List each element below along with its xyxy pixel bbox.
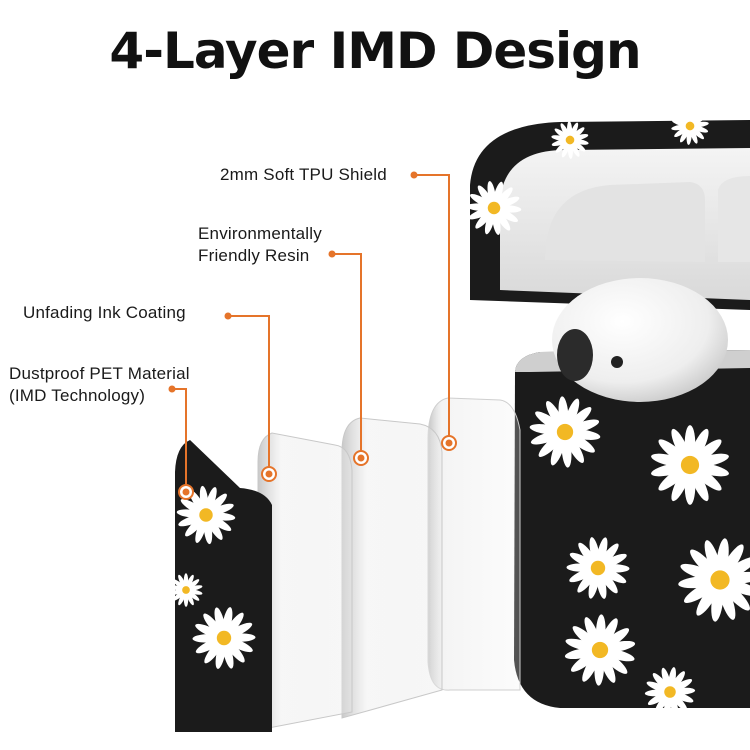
layer-ink <box>257 432 353 731</box>
daisy-pattern <box>169 107 750 717</box>
callout-tpu-end-marker <box>441 435 457 451</box>
callout-ink-end-marker <box>261 466 277 482</box>
callout-pet-label: Dustproof PET Material (IMD Technology) <box>9 363 190 407</box>
callout-resin-start-dot <box>328 250 336 258</box>
lid-recess-left <box>545 182 705 262</box>
callout-ink-line-1: Unfading Ink Coating <box>23 303 186 322</box>
callout-pet-end-marker <box>178 484 194 500</box>
daisy-flower <box>566 537 630 599</box>
daisy-flower <box>651 425 729 505</box>
callout-ink-start-dot <box>224 312 232 320</box>
callout-resin-line-1: Environmentally <box>198 224 322 243</box>
daisy-flower <box>564 614 636 686</box>
daisy-flower <box>169 573 203 607</box>
daisy-flower <box>644 667 696 717</box>
daisy-flower <box>176 485 236 545</box>
daisy-flower <box>678 538 750 622</box>
case-lid <box>470 120 750 310</box>
callout-pet-line-1: Dustproof PET Material <box>9 364 190 383</box>
callout-resin-leader <box>332 253 362 458</box>
callout-leaders <box>172 174 450 492</box>
callout-resin-label: Environmentally Friendly Resin <box>198 223 322 267</box>
callout-pet-start-dot <box>168 385 176 393</box>
daisy-flower <box>466 181 522 235</box>
earbud <box>552 278 728 402</box>
callout-tpu-start-dot <box>410 171 418 179</box>
daisy-flower <box>671 107 709 145</box>
callout-tpu-label: 2mm Soft TPU Shield <box>220 164 387 186</box>
daisy-flower <box>529 396 601 468</box>
callout-tpu-leader <box>414 174 450 443</box>
page-title: 4-Layer IMD Design <box>109 22 641 80</box>
callout-tpu-line-1: 2mm Soft TPU Shield <box>220 165 387 184</box>
layer-resin <box>341 417 443 719</box>
callout-pet-line-2: (IMD Technology) <box>9 386 146 405</box>
callout-pet-leader <box>172 388 187 492</box>
earbud-shell <box>552 278 728 402</box>
earbud-speaker-mesh <box>557 329 593 381</box>
callout-resin-end-marker <box>353 450 369 466</box>
daisy-flower <box>551 121 589 159</box>
lid-recess-right <box>718 176 750 262</box>
callout-markers <box>168 171 457 500</box>
earbud-sensor <box>611 356 623 368</box>
callout-ink-label: Unfading Ink Coating <box>23 302 186 324</box>
callout-resin-line-2: Friendly Resin <box>198 246 310 265</box>
daisy-flower <box>192 607 256 669</box>
callout-ink-leader <box>228 315 270 474</box>
